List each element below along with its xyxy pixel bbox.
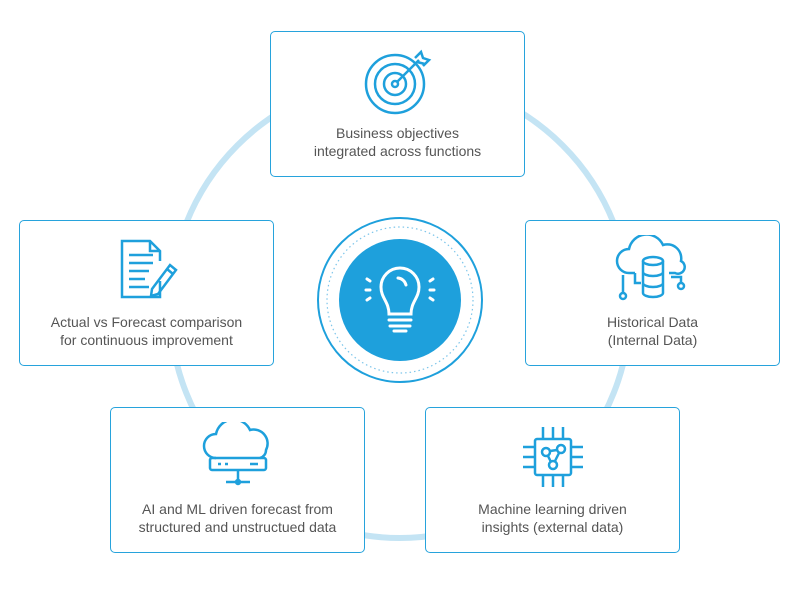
node-actual-vs-forecast: Actual vs Forecast comparison for continu… [19,220,274,366]
node-business-objectives: Business objectives integrated across fun… [270,31,525,177]
node-label: Machine learning driven [478,501,627,517]
node-label: Historical Data [606,314,699,330]
lightbulb-icon [364,266,436,333]
node-label: (Internal Data) [607,332,698,348]
node-label: AI and ML driven forecast from [142,501,333,517]
cloud-server-icon [202,422,269,486]
node-label: Actual vs Forecast comparison [50,314,243,330]
node-label: Business objectives [336,125,459,141]
node-label: integrated across functions [313,143,482,159]
center-hub [317,217,483,383]
cloud-database-icon [615,235,686,301]
node-label: insights (external data) [481,519,624,535]
chip-network-icon [522,427,583,487]
node-machine-learning-insights: Machine learning driven insights (externa… [425,407,680,553]
document-pencil-icon [120,239,178,299]
target-icon [364,49,431,115]
node-label: for continuous improvement [60,332,233,348]
node-label: structured and unstructued data [138,519,337,535]
node-historical-data: Historical Data (Internal Data) [525,220,780,366]
node-ai-ml-forecast: AI and ML driven forecast from structured… [110,407,365,553]
